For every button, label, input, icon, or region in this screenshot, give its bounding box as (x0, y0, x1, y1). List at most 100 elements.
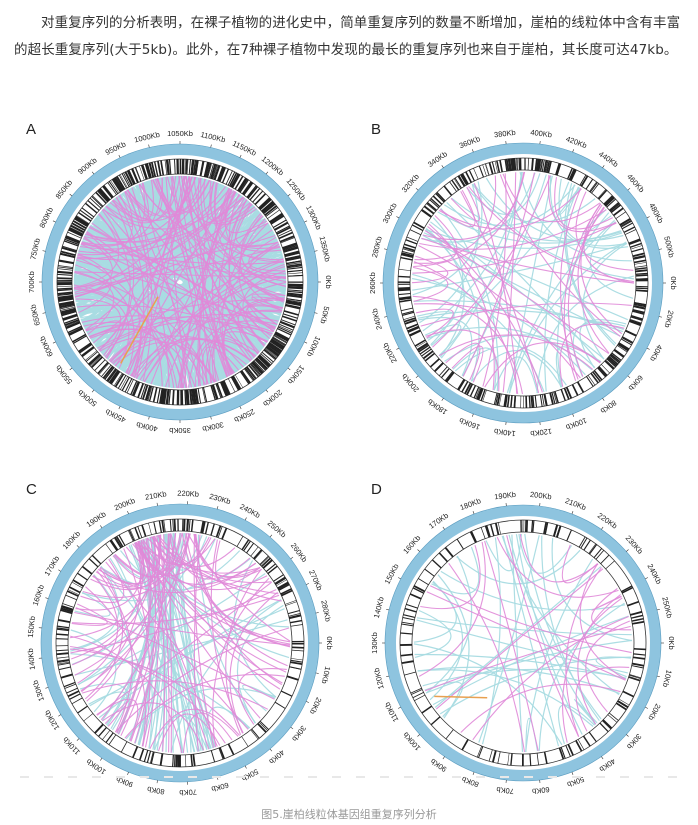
feature-tick (191, 159, 195, 175)
axis-tick-label: 350Kb (169, 426, 191, 435)
feature-tick (60, 673, 73, 679)
feature-tick (75, 215, 90, 226)
repeat-link (554, 177, 613, 230)
repeat-link (418, 541, 486, 677)
feature-tick (554, 391, 559, 403)
feature-tick (57, 266, 73, 270)
feature-tick (63, 240, 79, 247)
feature-tick (402, 616, 415, 621)
feature-tick (401, 310, 414, 315)
repeat-link (102, 702, 205, 751)
axis-tick-label: 220Kb (596, 511, 619, 531)
feature-tick (506, 158, 510, 172)
feature-tick (471, 531, 478, 543)
feature-tick (566, 529, 572, 542)
axis-tick-mark (645, 706, 648, 709)
feature-tick (438, 552, 449, 563)
circos-plot-c: C 0Kb10Kb20Kb30Kb40Kb50Kb60Kb70Kb80Kb90K… (10, 475, 350, 815)
repeat-link (200, 178, 270, 340)
feature-tick (60, 306, 76, 311)
feature-tick (404, 319, 417, 325)
feature-tick (231, 174, 241, 188)
feature-tick (281, 589, 293, 597)
feature-tick (556, 525, 562, 538)
panel-label-b: B (371, 121, 382, 138)
repeat-link (223, 281, 287, 376)
repeat-link (189, 176, 194, 388)
feature-tick (451, 179, 460, 191)
feature-tick (438, 366, 448, 377)
feature-tick (65, 320, 80, 327)
feature-tick (540, 159, 544, 172)
feature-tick (498, 393, 502, 406)
feature-tick (445, 729, 454, 740)
axis-tick-label: 150Kb (383, 562, 401, 585)
repeat-link (501, 535, 620, 696)
feature-tick (106, 368, 118, 383)
feature-tick (534, 395, 538, 408)
feature-tick (70, 225, 85, 234)
feature-tick (629, 320, 642, 325)
feature-tick (291, 649, 304, 652)
feature-tick (567, 744, 574, 756)
axis-tick-label: 300Kb (381, 201, 399, 224)
axis-tick-mark (645, 577, 648, 580)
feature-tick (551, 392, 556, 404)
repeat-link (135, 541, 291, 645)
axis-tick-label: 60Kb (532, 785, 550, 796)
repeat-link (168, 533, 190, 568)
repeat-link (559, 187, 582, 380)
feature-tick (70, 224, 85, 233)
feature-tick (188, 159, 191, 175)
feature-tick (110, 180, 120, 194)
feature-tick (97, 361, 109, 375)
feature-tick (628, 676, 641, 682)
feature-tick (61, 310, 77, 317)
feature-tick (71, 697, 83, 705)
feature-tick (416, 342, 428, 351)
axis-tick-mark (269, 748, 273, 752)
repeat-link (96, 581, 273, 716)
feature-tick (285, 256, 301, 262)
repeat-link (71, 535, 156, 666)
axis-tick-mark (398, 706, 401, 709)
repeat-link (417, 669, 594, 727)
feature-tick (161, 520, 165, 533)
feature-tick (201, 521, 206, 534)
repeat-link (411, 277, 586, 376)
feature-tick (282, 316, 297, 322)
feature-tick (589, 182, 598, 193)
repeat-link (71, 594, 280, 625)
feature-tick (56, 627, 69, 630)
feature-tick (91, 356, 103, 368)
feature-tick (213, 165, 220, 180)
feature-tick (241, 736, 249, 747)
axis-tick-mark (396, 216, 400, 219)
feature-tick (159, 388, 164, 404)
feature-tick (259, 720, 270, 730)
repeat-link (135, 542, 279, 595)
feature-tick (620, 219, 632, 228)
repeat-link (544, 186, 579, 392)
feature-tick (98, 727, 107, 737)
orange-repeat (434, 695, 488, 699)
feature-tick (617, 343, 629, 352)
axis-tick-label: 200Kb (113, 496, 136, 512)
feature-tick (456, 538, 465, 550)
feature-tick (79, 209, 93, 220)
feature-tick (261, 201, 274, 213)
feature-tick (608, 355, 619, 365)
feature-tick (529, 753, 532, 766)
feature-tick (58, 300, 74, 305)
repeat-link (519, 533, 599, 583)
feature-tick (85, 350, 97, 361)
feature-tick (98, 363, 110, 375)
repeat-link (83, 321, 178, 389)
feature-tick (186, 159, 189, 175)
feature-tick (593, 548, 603, 559)
axis-tick-label: 190Kb (494, 490, 517, 502)
feature-tick (630, 610, 643, 616)
feature-tick (553, 391, 558, 404)
feature-tick (497, 522, 501, 535)
feature-tick (478, 388, 484, 401)
